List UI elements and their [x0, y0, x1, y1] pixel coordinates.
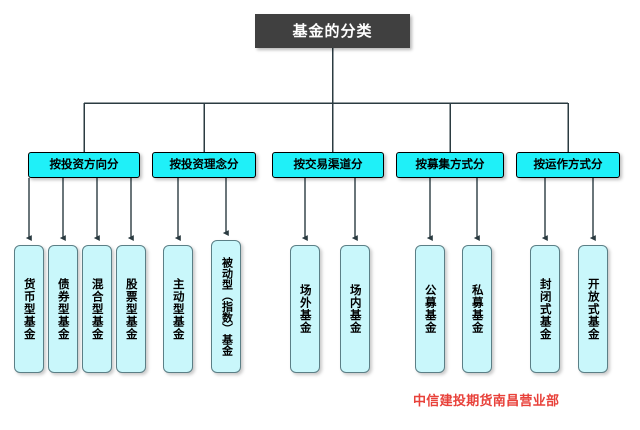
leaf-label: 开放式基金	[586, 277, 601, 341]
leaf-label: 主动型基金	[171, 277, 186, 341]
leaf-box-private-offering-fund[interactable]: 私募基金	[462, 245, 492, 373]
leaf-box-bond-fund[interactable]: 债券型基金	[48, 245, 78, 373]
watermark-text: 中信建投期货南昌营业部	[413, 394, 560, 409]
leaf-box-closed-end-fund[interactable]: 封闭式基金	[530, 245, 560, 373]
category-label: 按运作方式分	[533, 157, 603, 172]
leaf-label: 货币型基金	[22, 277, 37, 341]
category-label: 按交易渠道分	[293, 157, 363, 172]
leaf-box-passive-index-fund[interactable]: 被动型（指数）基金	[211, 240, 241, 373]
leaf-label: 场内基金	[348, 284, 363, 334]
category-box-investment-philosophy[interactable]: 按投资理念分	[152, 152, 256, 178]
category-label: 按投资方向分	[49, 157, 119, 172]
leaf-label: 被动型（指数）基金	[220, 257, 234, 356]
root-title-box: 基金的分类	[255, 14, 410, 48]
leaf-label: 股票型基金	[124, 277, 139, 341]
leaf-box-open-end-fund[interactable]: 开放式基金	[578, 245, 608, 373]
leaf-box-money-market-fund[interactable]: 货币型基金	[14, 245, 44, 373]
leaf-label: 场外基金	[298, 284, 313, 334]
leaf-label: 公募基金	[423, 284, 438, 334]
category-box-operation-method[interactable]: 按运作方式分	[516, 152, 620, 178]
leaf-box-public-offering-fund[interactable]: 公募基金	[415, 245, 445, 373]
category-label: 按募集方式分	[415, 157, 485, 172]
page-title: 基金的分类	[292, 21, 373, 40]
leaf-box-active-fund[interactable]: 主动型基金	[163, 245, 193, 373]
leaf-box-exchange-traded-fund[interactable]: 场内基金	[340, 245, 370, 373]
category-box-trading-channel[interactable]: 按交易渠道分	[272, 152, 384, 178]
leaf-label: 封闭式基金	[538, 277, 553, 341]
category-box-investment-direction[interactable]: 按投资方向分	[28, 152, 140, 178]
leaf-box-equity-fund[interactable]: 股票型基金	[116, 245, 146, 373]
category-label: 按投资理念分	[169, 157, 239, 172]
category-box-fundraising-method[interactable]: 按募集方式分	[396, 152, 504, 178]
leaf-label: 债券型基金	[56, 277, 71, 341]
leaf-box-otc-fund[interactable]: 场外基金	[290, 245, 320, 373]
leaf-box-hybrid-fund[interactable]: 混合型基金	[82, 245, 112, 373]
leaf-label: 私募基金	[470, 284, 485, 334]
leaf-label: 混合型基金	[90, 277, 105, 341]
